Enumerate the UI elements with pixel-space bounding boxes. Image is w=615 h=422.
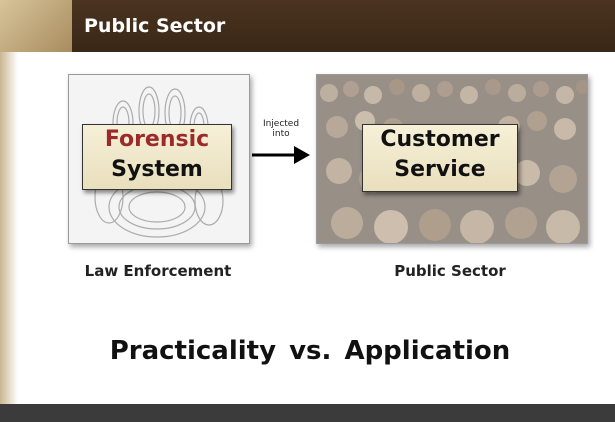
practicality-vs-application: Practicality vs. Application	[109, 336, 511, 366]
slide-title: Public Sector	[84, 15, 226, 37]
injected-text: Injected	[262, 119, 300, 129]
customer-service-box: Customer Service	[362, 124, 518, 192]
forensic-system-box: Forensic System	[82, 124, 232, 190]
forensic-label: Forensic	[104, 127, 210, 152]
customer-label: Customer	[380, 127, 500, 152]
system-label: System	[111, 157, 203, 182]
into-text: into	[272, 129, 290, 139]
right-arrow-icon	[252, 146, 310, 164]
public-sector-caption: Public Sector	[394, 262, 506, 280]
footer-bar	[0, 404, 615, 422]
title-bar: Public Sector	[0, 0, 615, 52]
injected-into-label: Injected into	[252, 119, 310, 139]
law-enforcement-caption: Law Enforcement	[84, 262, 232, 280]
left-edge-gradient	[0, 52, 18, 404]
title-accent-block	[0, 0, 72, 52]
service-label: Service	[394, 157, 486, 182]
